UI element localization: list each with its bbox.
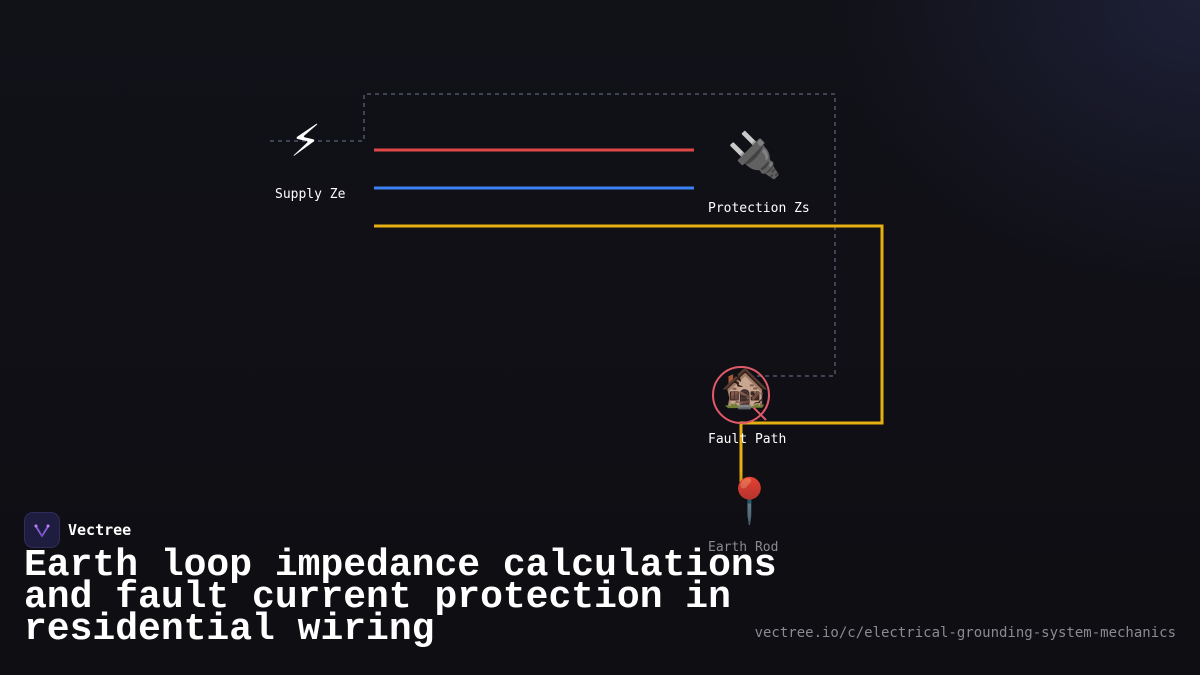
brand-name: Vectree (68, 521, 132, 539)
bottom-fade (0, 470, 1200, 675)
fault-ring (712, 366, 770, 424)
source-url: vectree.io/c/electrical-grounding-system… (754, 625, 1176, 641)
earth-conductor (374, 224, 884, 482)
fault-path-label: Fault Path (708, 432, 787, 447)
lightning-icon: ⚡ (290, 116, 321, 167)
protection-label: Protection Zs (708, 201, 810, 216)
vectree-logo-icon (24, 512, 60, 548)
plug-icon: 🔌 (727, 130, 782, 181)
supply-label: Supply Ze (275, 187, 346, 202)
brand: Vectree (24, 512, 131, 548)
fault-ring-tail (751, 405, 767, 421)
earth-rod-label: Earth Rod (708, 540, 779, 555)
loop-path-dashed (270, 93, 836, 377)
derelict-house-icon: 🏚️ (720, 365, 770, 411)
page-title: Earth loop impedance calculations and fa… (24, 544, 777, 651)
